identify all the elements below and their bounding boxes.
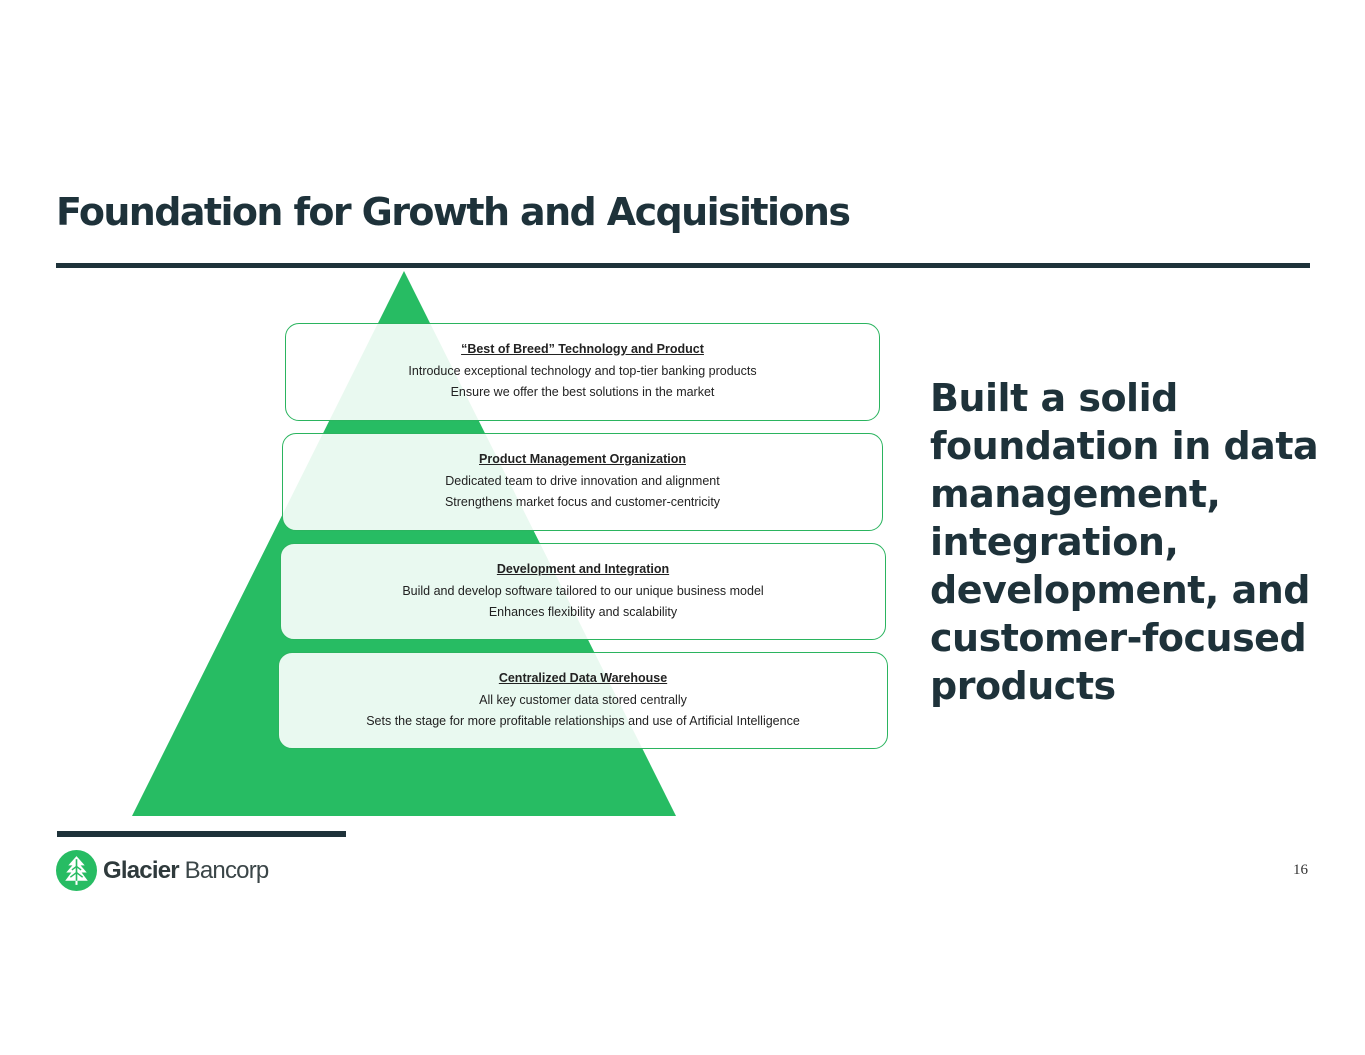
logo-name-light: Bancorp xyxy=(184,856,270,884)
tier-line: Ensure we offer the best solutions in th… xyxy=(450,385,715,399)
tier-title: Product Management Organization xyxy=(479,452,686,466)
footer-divider xyxy=(57,831,346,837)
tier-line: Introduce exceptional technology and top… xyxy=(408,363,757,378)
tagline: Built a solid foundation in data managem… xyxy=(930,376,1319,708)
page-number: 16 xyxy=(1293,862,1308,878)
title-divider xyxy=(56,263,1310,268)
tier-line: Sets the stage for more profitable relat… xyxy=(366,714,800,728)
tier-line: Dedicated team to drive innovation and a… xyxy=(445,473,720,488)
tier-development-integration: Development and Integration Build and de… xyxy=(280,543,886,640)
logo-name-bold: Glacier xyxy=(103,856,180,884)
page-title: Foundation for Growth and Acquisitions xyxy=(56,190,851,234)
company-logo: Glacier Bancorp xyxy=(56,850,270,891)
tier-data-warehouse: Centralized Data Warehouse All key custo… xyxy=(278,652,888,749)
tier-title: “Best of Breed” Technology and Product xyxy=(461,342,704,356)
tier-product-management: Product Management Organization Dedicate… xyxy=(282,433,883,531)
logo-wordmark: Glacier Bancorp xyxy=(103,856,270,885)
tier-best-of-breed: “Best of Breed” Technology and Product I… xyxy=(285,323,880,421)
tier-title: Centralized Data Warehouse xyxy=(498,671,668,685)
tier-title: Development and Integration xyxy=(496,562,670,576)
tier-line: All key customer data stored centrally xyxy=(479,692,687,707)
glacier-tree-icon xyxy=(56,850,97,891)
tier-line: Build and develop software tailored to o… xyxy=(402,583,764,598)
tier-line: Strengthens market focus and customer-ce… xyxy=(444,495,721,509)
tier-line: Enhances flexibility and scalability xyxy=(488,605,678,619)
